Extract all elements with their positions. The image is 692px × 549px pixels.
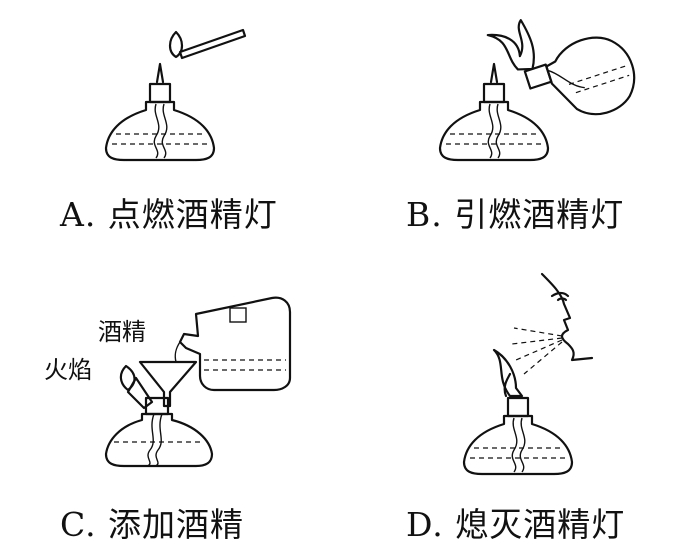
alcohol-lamp-icon (104, 364, 214, 468)
caption-c: C. 添加酒精 (60, 505, 245, 544)
extinguishing-lamp-illustration (462, 272, 594, 476)
caption-d: D. 熄灭酒精灯 (406, 505, 626, 544)
match-icon (168, 28, 247, 60)
label-flame: 火焰 (44, 356, 92, 384)
lamp-match-illustration (104, 28, 247, 162)
alcohol-lamp-icon (104, 62, 216, 162)
alcohol-bottle-icon (174, 296, 292, 392)
adding-alcohol-illustration (104, 296, 292, 468)
caption-a: A. 点燃酒精灯 (60, 195, 278, 234)
panel-d: D. 熄灭酒精灯 (346, 272, 692, 549)
panel-c: 酒精 火焰 C. 添加酒精 (0, 274, 346, 549)
lamp-lighting-lamp-illustration (438, 19, 636, 162)
funnel-icon (138, 360, 198, 408)
alcohol-lamp-icon (438, 62, 550, 162)
breath-icon (511, 327, 563, 375)
face-profile-icon (540, 272, 594, 362)
panel-b: B. 引燃酒精灯 (346, 0, 692, 274)
label-alcohol: 酒精 (98, 318, 146, 346)
panel-a: A. 点燃酒精灯 (0, 0, 346, 274)
caption-b: B. 引燃酒精灯 (406, 195, 625, 234)
alcohol-lamp-icon (462, 348, 574, 476)
tilted-burning-lamp-icon (486, 19, 636, 116)
